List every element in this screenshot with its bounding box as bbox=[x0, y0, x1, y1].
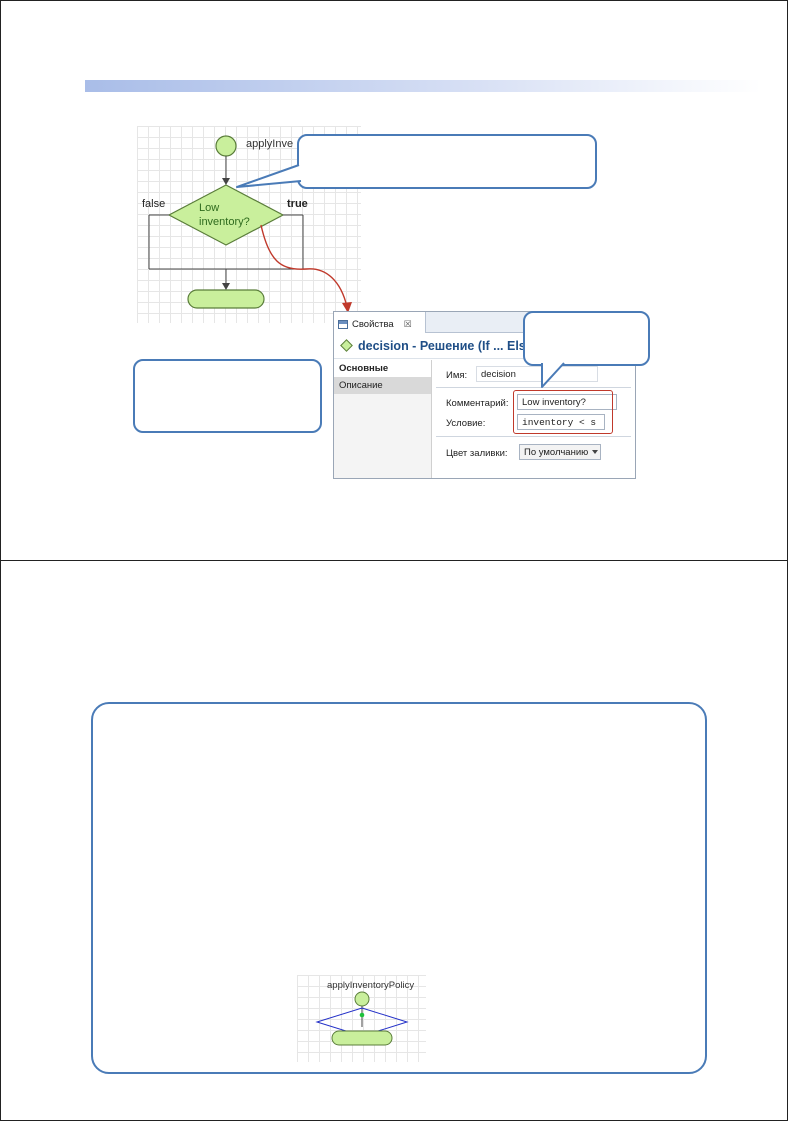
condition-field[interactable]: inventory < s bbox=[517, 414, 605, 430]
connector-arrowhead-end bbox=[222, 283, 230, 290]
mini-end-node[interactable] bbox=[331, 1030, 393, 1046]
false-branch-label: false bbox=[142, 198, 166, 210]
slide-1: applyInve Low inventory? false true Свой… bbox=[0, 0, 788, 561]
highlight-box bbox=[513, 390, 613, 434]
condition-label: Условие: bbox=[446, 418, 486, 429]
mini-diagram-label: applyInventoryPolicy bbox=[327, 980, 415, 991]
fill-color-select[interactable]: По умолчанию bbox=[519, 444, 601, 460]
fill-color-label: Цвет заливки: bbox=[446, 448, 508, 459]
title-underline-bar bbox=[85, 80, 761, 92]
flowchart-diagram bbox=[148, 135, 304, 309]
mini-start-node[interactable] bbox=[354, 991, 370, 1007]
bubble-pointer bbox=[541, 362, 565, 388]
tab-close-icon[interactable]: ☒ bbox=[403, 319, 412, 329]
true-branch-label: true bbox=[287, 198, 308, 210]
mini-diagram: applyInventoryPolicy bbox=[297, 975, 426, 1062]
decision-node[interactable] bbox=[167, 184, 285, 246]
sidebar-item-basic[interactable]: Основные bbox=[334, 360, 431, 377]
properties-view-icon bbox=[338, 320, 348, 329]
callout-pointer bbox=[236, 164, 302, 188]
sidebar-item-description[interactable]: Описание bbox=[334, 377, 431, 394]
chevron-down-icon bbox=[592, 450, 598, 454]
mini-diagram-shapes bbox=[315, 991, 409, 1046]
properties-title: decision - Решение (If ... Else) bbox=[358, 338, 537, 353]
tab-properties[interactable]: Свойства ☒ bbox=[334, 312, 426, 333]
properties-callout bbox=[133, 359, 322, 433]
comment-field[interactable]: Low inventory? bbox=[517, 394, 617, 410]
divider-2 bbox=[436, 436, 631, 437]
diagram-callout bbox=[297, 134, 597, 189]
link-arrow bbox=[260, 224, 352, 313]
field-callout-bubble bbox=[523, 311, 650, 366]
tab-properties-label: Свойства bbox=[352, 319, 394, 330]
connector-arrowhead bbox=[222, 178, 230, 185]
properties-sidebar: Основные Описание bbox=[334, 360, 432, 478]
comment-label: Комментарий: bbox=[446, 398, 509, 409]
divider-1 bbox=[436, 387, 631, 388]
mini-connection-point bbox=[359, 1012, 365, 1018]
decision-label: Low inventory? bbox=[199, 202, 250, 228]
start-node[interactable] bbox=[215, 135, 237, 157]
name-field[interactable]: decision bbox=[476, 366, 598, 382]
name-label: Имя: bbox=[446, 370, 468, 381]
fill-color-value: По умолчанию bbox=[524, 446, 589, 458]
decision-element-icon bbox=[340, 339, 353, 352]
properties-form: Имя: decision Комментарий: Low inventory… bbox=[432, 360, 635, 478]
end-node[interactable] bbox=[187, 289, 265, 309]
start-node-label: applyInve bbox=[246, 138, 294, 150]
